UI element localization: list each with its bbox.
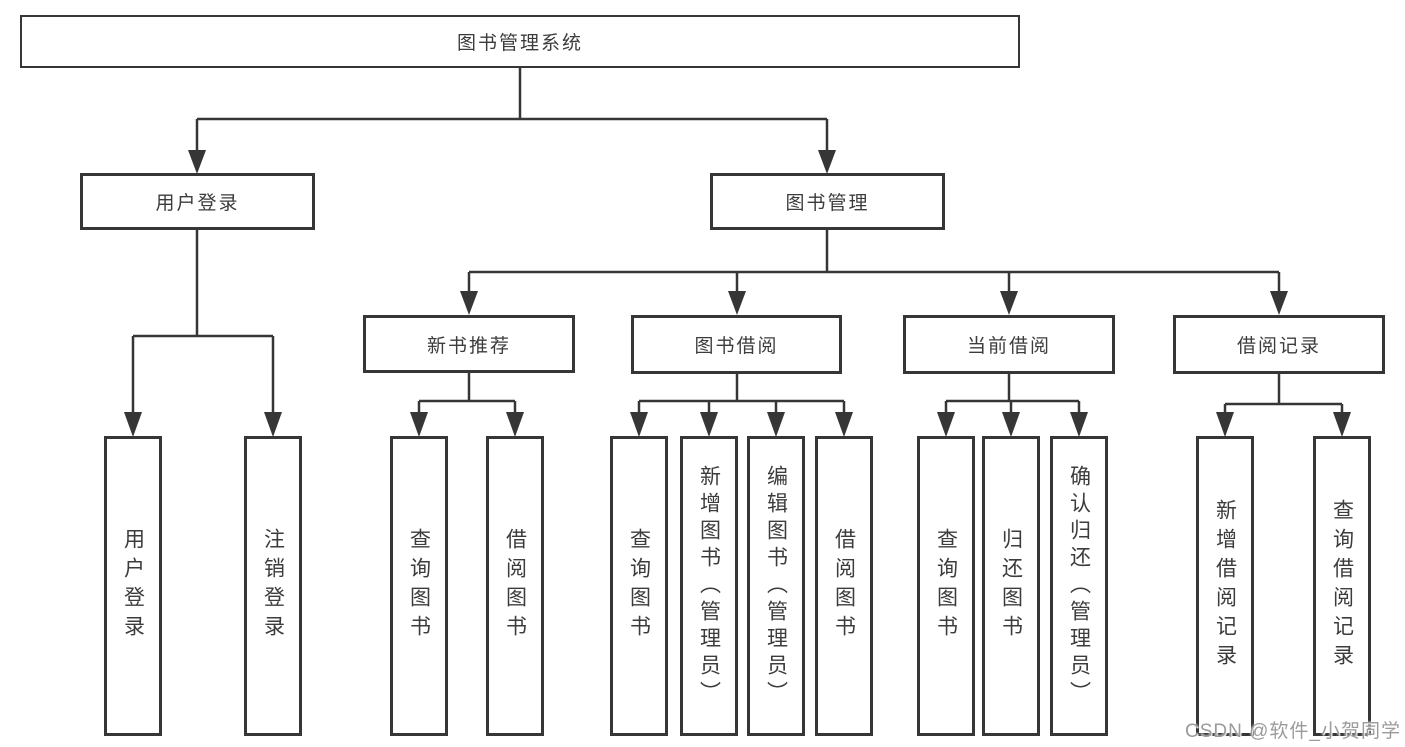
leaf-query-books-borrow: 查询图书 bbox=[610, 436, 668, 736]
connector-user-login-to-leaves bbox=[124, 230, 282, 437]
leaf-label: 归还图书 bbox=[999, 528, 1023, 644]
leaf-label: 注销登录 bbox=[261, 528, 285, 644]
leaf-borrow-books: 借阅图书 bbox=[815, 436, 873, 736]
leaf-query-borrow-record: 查询借阅记录 bbox=[1313, 436, 1371, 736]
leaf-label: 查询图书 bbox=[407, 528, 431, 644]
leaf-confirm-return-admin: 确认归还（管理员） bbox=[1050, 436, 1108, 736]
leaf-label: 查询借阅记录 bbox=[1330, 499, 1354, 673]
connector-book-borrow-to-leaves bbox=[630, 374, 853, 437]
leaf-label: 借阅图书 bbox=[832, 528, 856, 644]
leaf-label: 查询图书 bbox=[934, 528, 958, 644]
node-label: 图书管理 bbox=[785, 193, 870, 214]
leaf-label: 新增图书（管理员） bbox=[697, 464, 721, 708]
node-book-borrowing: 图书借阅 bbox=[631, 315, 842, 374]
node-current-borrowing: 当前借阅 bbox=[903, 315, 1115, 374]
node-label: 用户登录 bbox=[155, 193, 240, 214]
leaf-label: 用户登录 bbox=[121, 528, 145, 644]
node-label: 图书管理系统 bbox=[456, 33, 583, 54]
leaf-label: 编辑图书（管理员） bbox=[764, 464, 788, 708]
connector-book-mgmt-to-level3 bbox=[460, 230, 1288, 315]
leaf-query-books-current: 查询图书 bbox=[917, 436, 975, 736]
leaf-label: 确认归还（管理员） bbox=[1067, 464, 1091, 708]
node-label: 当前借阅 bbox=[966, 336, 1051, 357]
leaf-add-books-admin: 新增图书（管理员） bbox=[680, 436, 738, 736]
leaf-edit-books-admin: 编辑图书（管理员） bbox=[747, 436, 805, 736]
node-new-book-recommendation: 新书推荐 bbox=[363, 315, 575, 373]
node-library-management-system: 图书管理系统 bbox=[20, 15, 1020, 68]
leaf-label: 查询图书 bbox=[627, 528, 651, 644]
leaf-borrow-books-recommend: 借阅图书 bbox=[486, 436, 544, 736]
connector-borrow-record-to-leaves bbox=[1216, 374, 1351, 437]
connector-current-borrow-to-leaves bbox=[937, 374, 1088, 437]
connector-root-to-level2 bbox=[188, 68, 836, 174]
leaf-query-books-recommend: 查询图书 bbox=[390, 436, 448, 736]
connector-new-book-to-leaves bbox=[410, 373, 524, 437]
node-label: 新书推荐 bbox=[426, 335, 511, 357]
node-borrowing-records: 借阅记录 bbox=[1173, 315, 1385, 374]
leaf-label: 新增借阅记录 bbox=[1213, 499, 1237, 673]
node-book-management: 图书管理 bbox=[710, 173, 945, 230]
leaf-add-borrow-record: 新增借阅记录 bbox=[1196, 436, 1254, 736]
leaf-user-login: 用户登录 bbox=[104, 436, 162, 736]
node-label: 借阅记录 bbox=[1236, 336, 1321, 357]
node-user-login: 用户登录 bbox=[80, 173, 315, 230]
csdn-watermark: CSDN @软件_小贺同学 bbox=[1185, 721, 1401, 742]
leaf-return-books: 归还图书 bbox=[982, 436, 1040, 736]
leaf-label: 借阅图书 bbox=[503, 528, 527, 644]
leaf-logout: 注销登录 bbox=[244, 436, 302, 736]
node-label: 图书借阅 bbox=[694, 336, 779, 357]
